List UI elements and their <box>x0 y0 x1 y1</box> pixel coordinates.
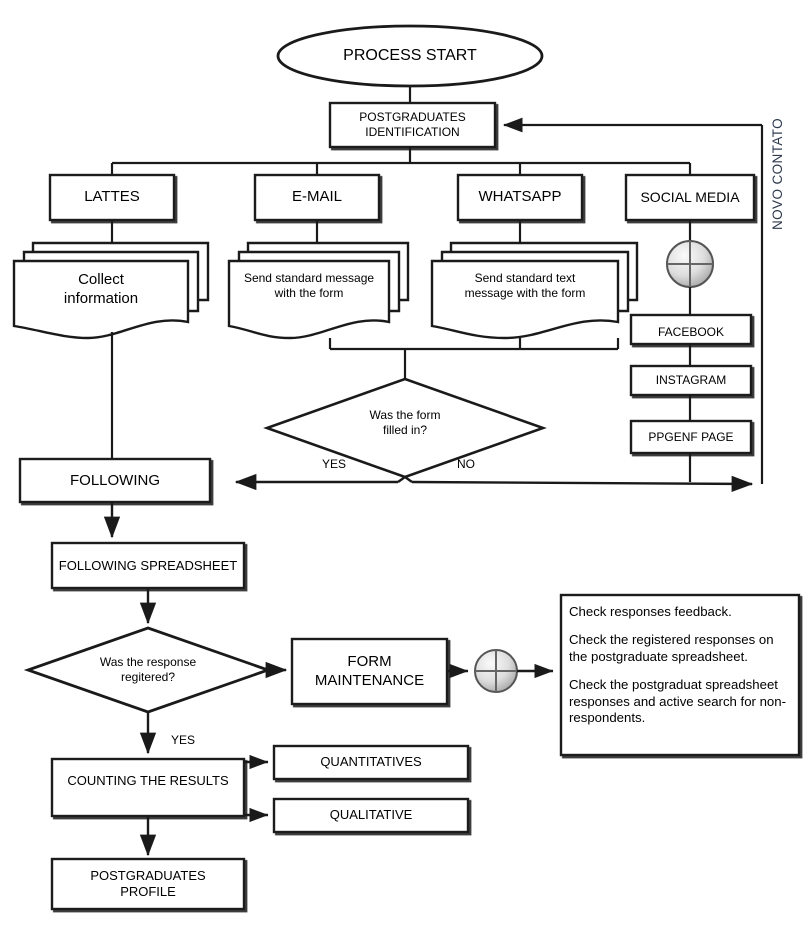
shape-ppgenf-page <box>629 419 753 455</box>
note-line-2: Check the registered responses on the po… <box>569 631 774 664</box>
shape-instagram <box>629 364 753 397</box>
note-line-3: Check the postgraduat spreadsheet respon… <box>569 676 786 726</box>
shape-social-media <box>624 173 756 222</box>
shape-note-box <box>559 593 801 757</box>
shape-decision-form-filled <box>263 377 547 479</box>
note-box-content: Check responses feedback. Check the regi… <box>569 604 791 727</box>
shape-qualitative <box>272 797 470 834</box>
shape-decision-response-registered <box>23 626 273 714</box>
shape-whatsapp <box>456 173 584 222</box>
label-novo-contato: NOVO CONTATO <box>770 117 785 230</box>
shape-counting-the-results <box>50 757 246 818</box>
shape-postgraduates-profile <box>50 857 246 911</box>
shape-facebook <box>629 313 753 346</box>
shape-quantitatives <box>272 744 470 781</box>
shape-following-spreadsheet <box>50 541 246 590</box>
shape-whatsapp-doc-sheet1 <box>430 259 620 340</box>
shape-form-maintenance <box>290 637 449 706</box>
shape-following <box>18 457 212 504</box>
shape-process-start <box>276 24 544 88</box>
shape-email <box>253 173 381 222</box>
shape-email-doc-sheet1 <box>227 259 391 340</box>
shape-lattes <box>48 173 176 222</box>
shape-collect-information-sheet1 <box>12 259 190 340</box>
shape-postgraduates-identification <box>328 101 497 149</box>
note-line-1: Check responses feedback. <box>569 604 732 619</box>
